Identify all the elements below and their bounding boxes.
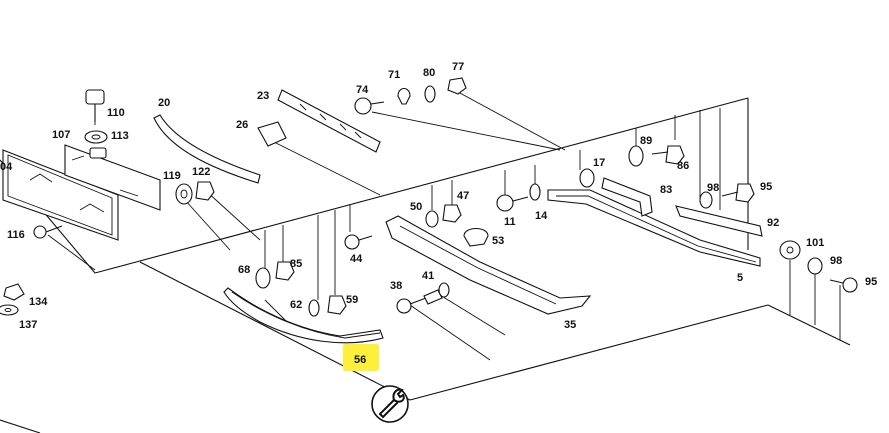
- wrench-icon[interactable]: [371, 385, 409, 423]
- callout-95a[interactable]: 95: [760, 181, 772, 193]
- callout-98a[interactable]: 98: [707, 182, 719, 194]
- callout-23[interactable]: 23: [257, 90, 269, 102]
- rod-20: [153, 114, 261, 184]
- callout-137[interactable]: 137: [19, 319, 37, 331]
- moulding-56: [223, 287, 384, 344]
- callout-74[interactable]: 74: [356, 84, 369, 96]
- callout-5[interactable]: 5: [737, 272, 743, 284]
- callout-80[interactable]: 80: [423, 67, 435, 79]
- callout-20[interactable]: 20: [158, 97, 170, 109]
- callout-59[interactable]: 59: [346, 294, 358, 306]
- license-plate-assembly: [0, 89, 161, 316]
- callout-50[interactable]: 50: [410, 201, 422, 213]
- callout-62[interactable]: 62: [290, 299, 302, 311]
- callout-47[interactable]: 47: [457, 190, 469, 202]
- callout-26[interactable]: 26: [236, 119, 248, 131]
- fasteners-right: [579, 145, 755, 209]
- callout-119[interactable]: 119: [163, 170, 181, 182]
- clip-26: [257, 121, 287, 147]
- callout-56[interactable]: 56: [354, 354, 366, 366]
- callout-86[interactable]: 86: [677, 160, 689, 172]
- assembly-frame: [0, 97, 851, 433]
- callout-77[interactable]: 77: [452, 61, 464, 73]
- callout-134[interactable]: 134: [29, 296, 48, 308]
- callout-83[interactable]: 83: [660, 184, 672, 196]
- clip-strip-23: [277, 89, 381, 153]
- callout-110[interactable]: 110: [107, 107, 125, 119]
- bolts-38-41: [396, 282, 450, 314]
- callout-11[interactable]: 11: [504, 216, 516, 228]
- callout-04[interactable]: 04: [0, 161, 13, 173]
- washer-nut-119-122: [175, 181, 215, 205]
- callout-68[interactable]: 68: [238, 264, 250, 276]
- callout-101[interactable]: 101: [806, 237, 824, 249]
- fasteners-center: [255, 234, 373, 317]
- callout-107[interactable]: 107: [52, 129, 70, 141]
- callout-116[interactable]: 116: [7, 229, 25, 241]
- callout-labels: 110 107 113 04 116 134 137 20 119 122 23…: [0, 61, 877, 366]
- strip-92: [675, 205, 763, 237]
- top-fasteners: [354, 77, 467, 115]
- callout-113[interactable]: 113: [111, 130, 129, 142]
- leader-lines: [47, 91, 841, 361]
- callout-122[interactable]: 122: [192, 166, 210, 178]
- far-right-fasteners: [779, 240, 858, 293]
- callout-98b[interactable]: 98: [830, 255, 842, 267]
- callout-92[interactable]: 92: [767, 217, 779, 229]
- bumper-rail-35: [385, 215, 592, 315]
- callout-71[interactable]: 71: [388, 69, 400, 81]
- callout-89[interactable]: 89: [640, 135, 652, 147]
- callout-44[interactable]: 44: [350, 253, 363, 265]
- highlight-56: [343, 344, 379, 371]
- callout-95b[interactable]: 95: [865, 276, 877, 288]
- rail-5: [547, 189, 761, 267]
- callout-41[interactable]: 41: [422, 270, 434, 282]
- fasteners-mid: [425, 183, 541, 247]
- bracket-83: [601, 177, 653, 217]
- callout-85[interactable]: 85: [290, 258, 302, 270]
- callout-35[interactable]: 35: [564, 319, 576, 331]
- callout-53[interactable]: 53: [492, 235, 504, 247]
- callout-14[interactable]: 14: [535, 210, 548, 222]
- callout-38[interactable]: 38: [390, 280, 402, 292]
- callout-17[interactable]: 17: [593, 157, 605, 169]
